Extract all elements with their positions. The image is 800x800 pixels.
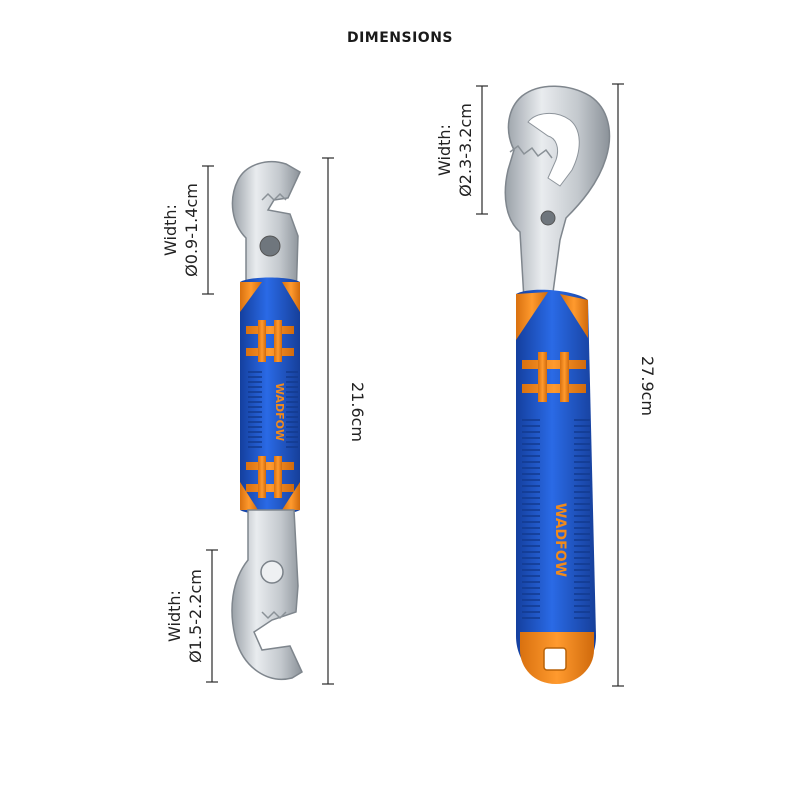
large-wrench-jaw	[504, 85, 611, 301]
small-wrench-handle: WADFOW	[240, 277, 300, 515]
small-wrench-top-width-value: Ø0.9-1.4cm	[182, 183, 201, 277]
small-wrench-bottom-dimension	[206, 549, 218, 683]
small-wrench-length-value: 21.6cm	[348, 382, 367, 442]
small-wrench-top-dimension	[202, 165, 214, 295]
small-wrench-bottom-jaw	[231, 509, 303, 680]
small-wrench-brand: WADFOW	[273, 383, 286, 441]
small-wrench-top-width-label: Width:	[161, 204, 180, 256]
small-wrench-length-dimension	[322, 157, 334, 685]
large-wrench-handle: WADFOW	[516, 289, 596, 684]
large-wrench-jaw-dimension	[476, 85, 488, 215]
page-title: DIMENSIONS	[346, 30, 454, 46]
large-wrench-width-value: Ø2.3-3.2cm	[456, 103, 475, 197]
small-wrench-top-jaw	[231, 160, 301, 301]
large-wrench: WADFOW	[504, 85, 611, 684]
large-wrench-width-label: Width:	[435, 124, 454, 176]
large-wrench-length-dimension	[612, 83, 624, 687]
small-wrench: WADFOW	[231, 160, 303, 680]
large-wrench-length-value: 27.9cm	[638, 356, 657, 416]
small-wrench-bottom-width-value: Ø1.5-2.2cm	[186, 569, 205, 663]
large-wrench-brand: WADFOW	[552, 503, 568, 577]
small-wrench-bottom-width-label: Width:	[165, 590, 184, 642]
